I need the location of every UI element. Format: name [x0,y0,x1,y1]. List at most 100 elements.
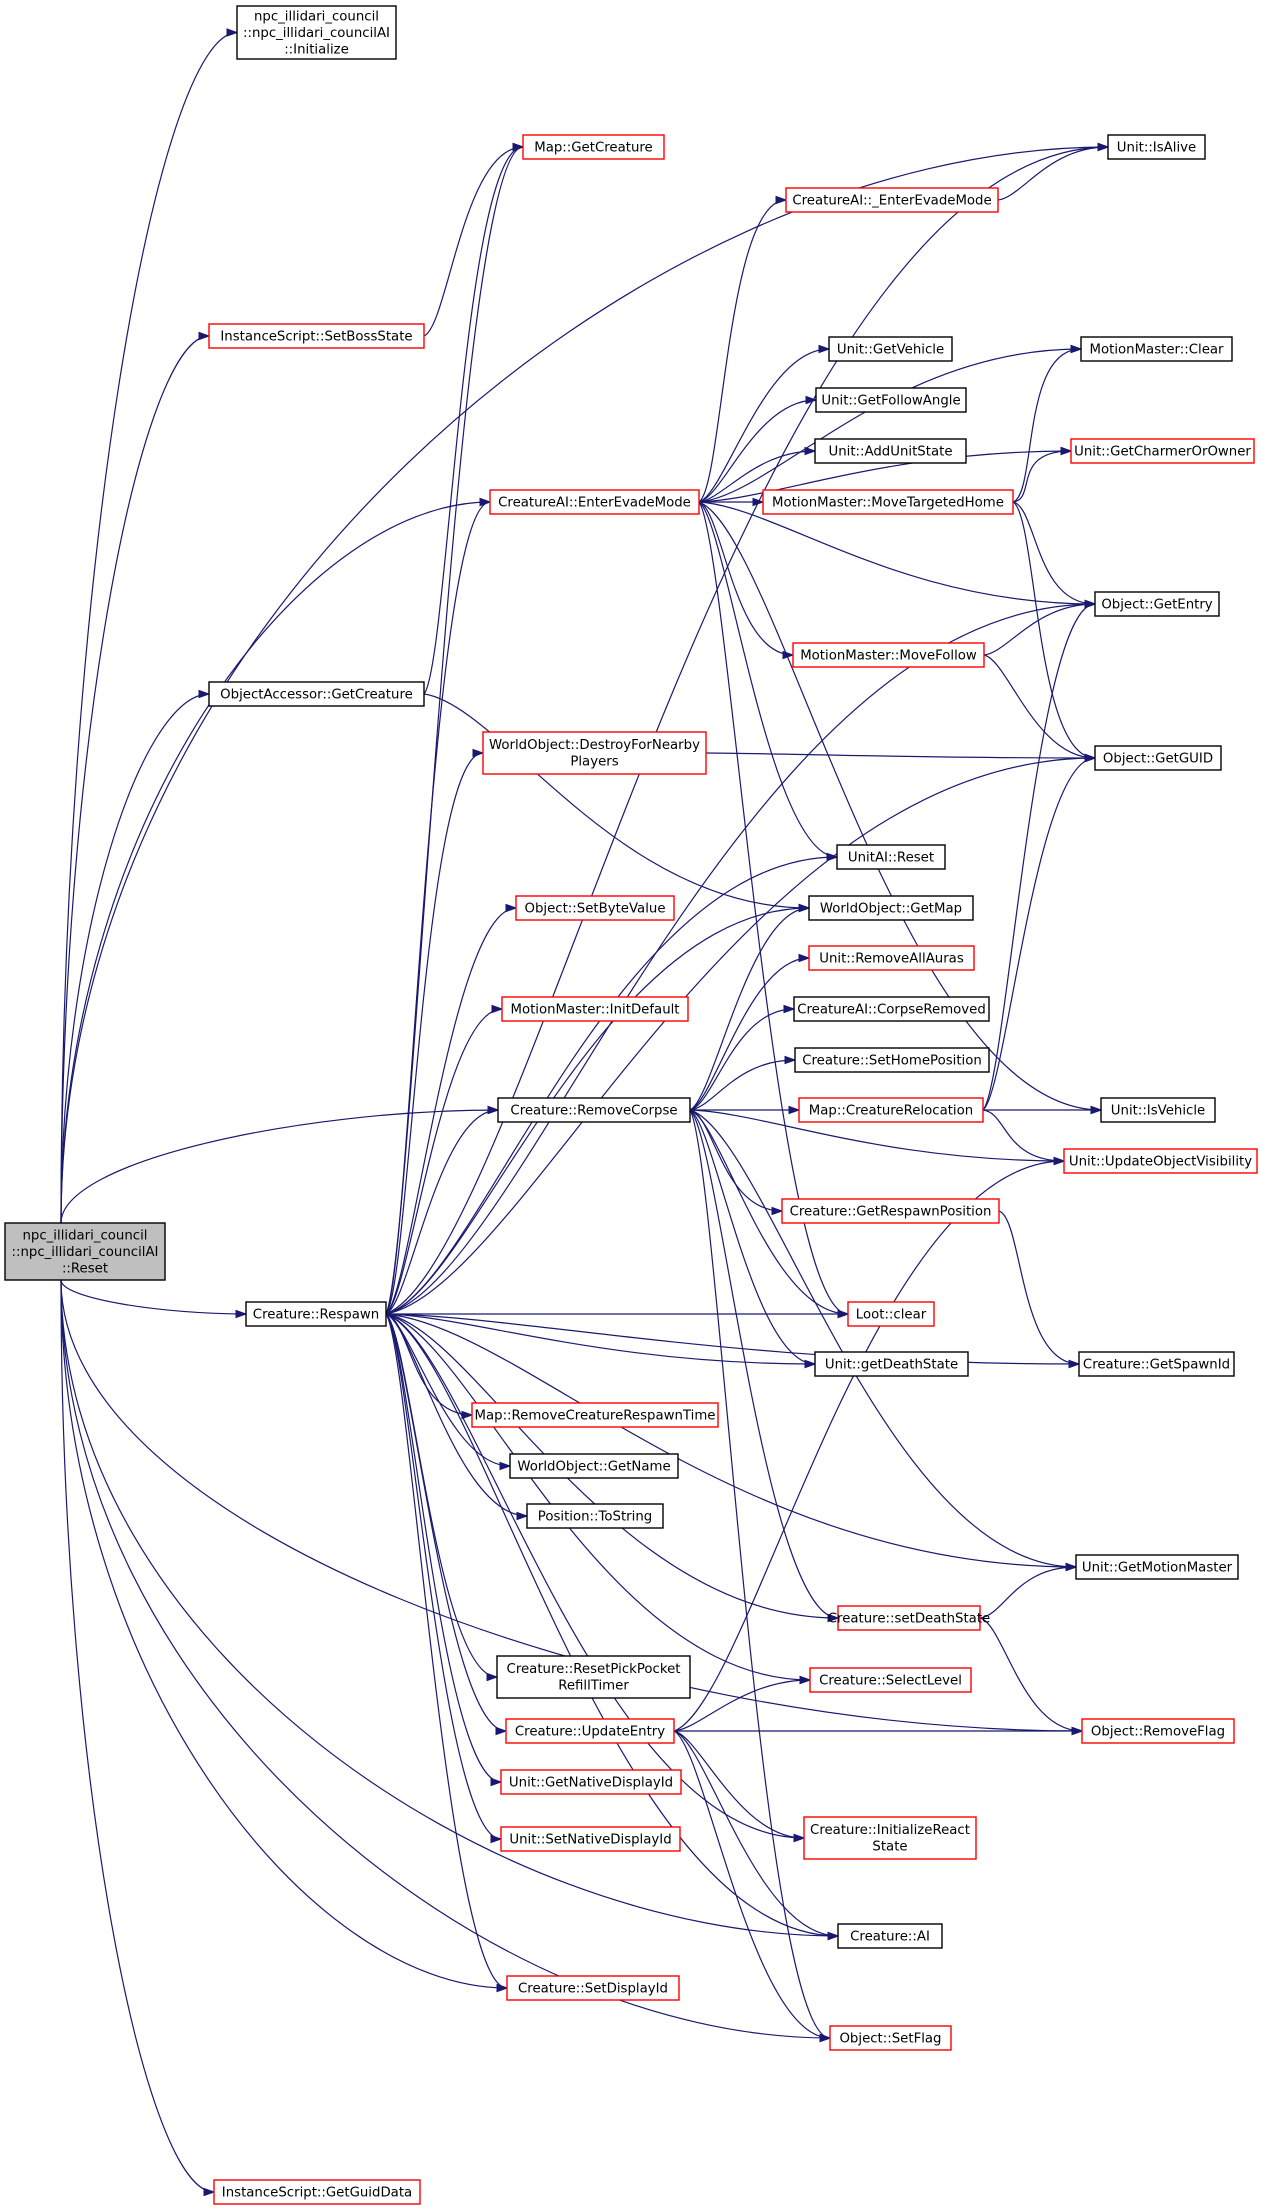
edge-arrowhead [490,1777,503,1787]
edge-arrowhead [804,446,817,456]
node-label: Object::RemoveFlag [1091,1724,1225,1739]
edge-line [698,348,1082,503]
node-loot-clear[interactable]: Loot::clear [847,1301,935,1327]
node-setbytevalue[interactable]: Object::SetByteValue [515,895,675,921]
node-getrespawnposition[interactable]: Creature::GetRespawnPosition [781,1198,1000,1224]
node-corpseremoved[interactable]: CreatureAI::CorpseRemoved [793,996,990,1022]
node-box [4,1222,166,1281]
node-initialize[interactable]: npc_illidari_council::npc_illidari_counc… [236,5,397,60]
node-box [208,323,425,349]
node-removecreaturerespawntime[interactable]: Map::RemoveCreatureRespawnTime [471,1402,719,1428]
node-box [501,996,689,1022]
node-label: MotionMaster::MoveFollow [800,648,977,663]
node-removeallauras[interactable]: Unit::RemoveAllAuras [808,945,975,971]
edge-line [60,1279,831,2039]
edge-line [689,957,810,1111]
edge-creaturerelocation-to-updateobjectvisibility [982,1109,1066,1166]
node-selectlevel[interactable]: Creature::SelectLevel [809,1667,972,1693]
node-initdefault[interactable]: MotionMaster::InitDefault [501,996,689,1022]
node-label: Creature::GetSpawnId [1083,1357,1230,1372]
node-tostring[interactable]: Position::ToString [526,1503,664,1529]
node-getcreature-map[interactable]: Map::GetCreature [522,134,665,160]
node-updateentry[interactable]: Creature::UpdateEntry [505,1718,675,1744]
node-movefollow[interactable]: MotionMaster::MoveFollow [792,642,985,668]
edge-removecorpse-to-getdeathstate [689,1109,817,1369]
node-label: Creature::AI [850,1929,930,1944]
node-removecorpse[interactable]: Creature::RemoveCorpse [497,1097,691,1123]
node-updateobjectvisibility[interactable]: Unit::UpdateObjectVisibility [1063,1148,1258,1174]
node-respawn[interactable]: Creature::Respawn [245,1301,387,1327]
edges-layer [60,28,1110,2197]
edge-arrowhead [793,1833,806,1843]
node-box [828,336,953,362]
node-getspawnid[interactable]: Creature::GetSpawnId [1078,1351,1235,1377]
node-label: Unit::GetNativeDisplayId [509,1775,673,1790]
edge-arrowhead [827,1931,840,1941]
node-isalive[interactable]: Unit::IsAlive [1107,134,1206,160]
edge-enterevade-to-getentry [698,501,1097,609]
edge-updateentry-to-initializereact [673,1730,806,1843]
node-addunitstate[interactable]: Unit::AddUnitState [814,438,967,464]
node-setbossstate[interactable]: InstanceScript::SetBossState [208,323,425,349]
node-root[interactable]: npc_illidari_council::npc_illidari_counc… [4,1222,166,1281]
node-creature-ai[interactable]: Creature::AI [837,1923,943,1949]
node-label: WorldObject::GetMap [820,901,962,916]
edge-line [385,752,484,1315]
node-removeflag[interactable]: Object::RemoveFlag [1081,1718,1235,1744]
node-label: ::Reset [62,1261,108,1276]
node-setnativedisplayid[interactable]: Unit::SetNativeDisplayId [500,1826,681,1852]
node-enterevade-[interactable]: CreatureAI::_EnterEvadeMode [785,187,999,213]
node-enterevade[interactable]: CreatureAI::EnterEvadeMode [489,489,700,515]
node-isvehicle[interactable]: Unit::IsVehicle [1100,1097,1216,1123]
edge-line [698,348,830,503]
node-box [1070,438,1255,464]
edge-arrowhead [1068,1359,1081,1369]
node-movetargetedhome[interactable]: MotionMaster::MoveTargetedHome [762,489,1014,515]
node-setflag[interactable]: Object::SetFlag [829,2025,952,2051]
node-sethomeposition[interactable]: Creature::SetHomePosition [794,1047,990,1073]
node-box [526,1503,664,1529]
edge-line [698,450,1072,503]
edge-arrowhead [491,1004,504,1014]
edge-arrowhead [490,1834,503,1844]
edge-line [60,1279,1083,1732]
node-getnativedisplayid[interactable]: Unit::GetNativeDisplayId [500,1769,682,1795]
node-getcharmer[interactable]: Unit::GetCharmerOrOwner [1070,438,1255,464]
edge-line [385,1313,839,1937]
node-box [1107,134,1206,160]
node-mm-clear[interactable]: MotionMaster::Clear [1080,336,1233,362]
edge-arrowhead [472,748,485,758]
node-box [815,387,967,413]
edge-enterevade-to-getvehicle [698,344,831,503]
node-getmotionmaster[interactable]: Unit::GetMotionMaster [1075,1554,1239,1580]
node-getmap[interactable]: WorldObject::GetMap [808,895,974,921]
node-box [1081,1718,1235,1744]
node-box [245,1301,387,1327]
node-setdisplayid[interactable]: Creature::SetDisplayId [506,1975,680,2001]
edge-arrowhead [235,1309,248,1319]
node-creaturerelocation[interactable]: Map::CreatureRelocation [798,1097,984,1123]
node-getfollowangle[interactable]: Unit::GetFollowAngle [815,387,967,413]
edge-arrowhead [1053,1156,1066,1166]
edge-enterevade-to-mm_clear [698,344,1083,503]
node-getvehicle[interactable]: Unit::GetVehicle [828,336,953,362]
node-oa-getcreature[interactable]: ObjectAccessor::GetCreature [208,681,425,707]
edge-arrowhead [203,2187,216,2197]
edge-line [689,1109,816,1365]
node-getguiddata[interactable]: InstanceScript::GetGuidData [213,2179,421,2205]
edge-line [698,199,787,503]
edge-line [385,1313,502,1783]
node-getentry[interactable]: Object::GetEntry [1094,591,1220,617]
node-getguid[interactable]: Object::GetGUID [1094,745,1222,771]
node-getname[interactable]: WorldObject::GetName [509,1453,679,1479]
node-box [208,681,425,707]
node-label: Unit::GetFollowAngle [821,393,960,408]
node-unitai-reset[interactable]: UnitAI::Reset [836,844,946,870]
node-getdeathstate[interactable]: Unit::getDeathState [814,1351,969,1377]
edge-setdeathstate-to-removeflag [979,1617,1084,1736]
edge-line [689,1109,849,1315]
node-setdeathstate[interactable]: Creature::setDeathState [828,1605,990,1631]
